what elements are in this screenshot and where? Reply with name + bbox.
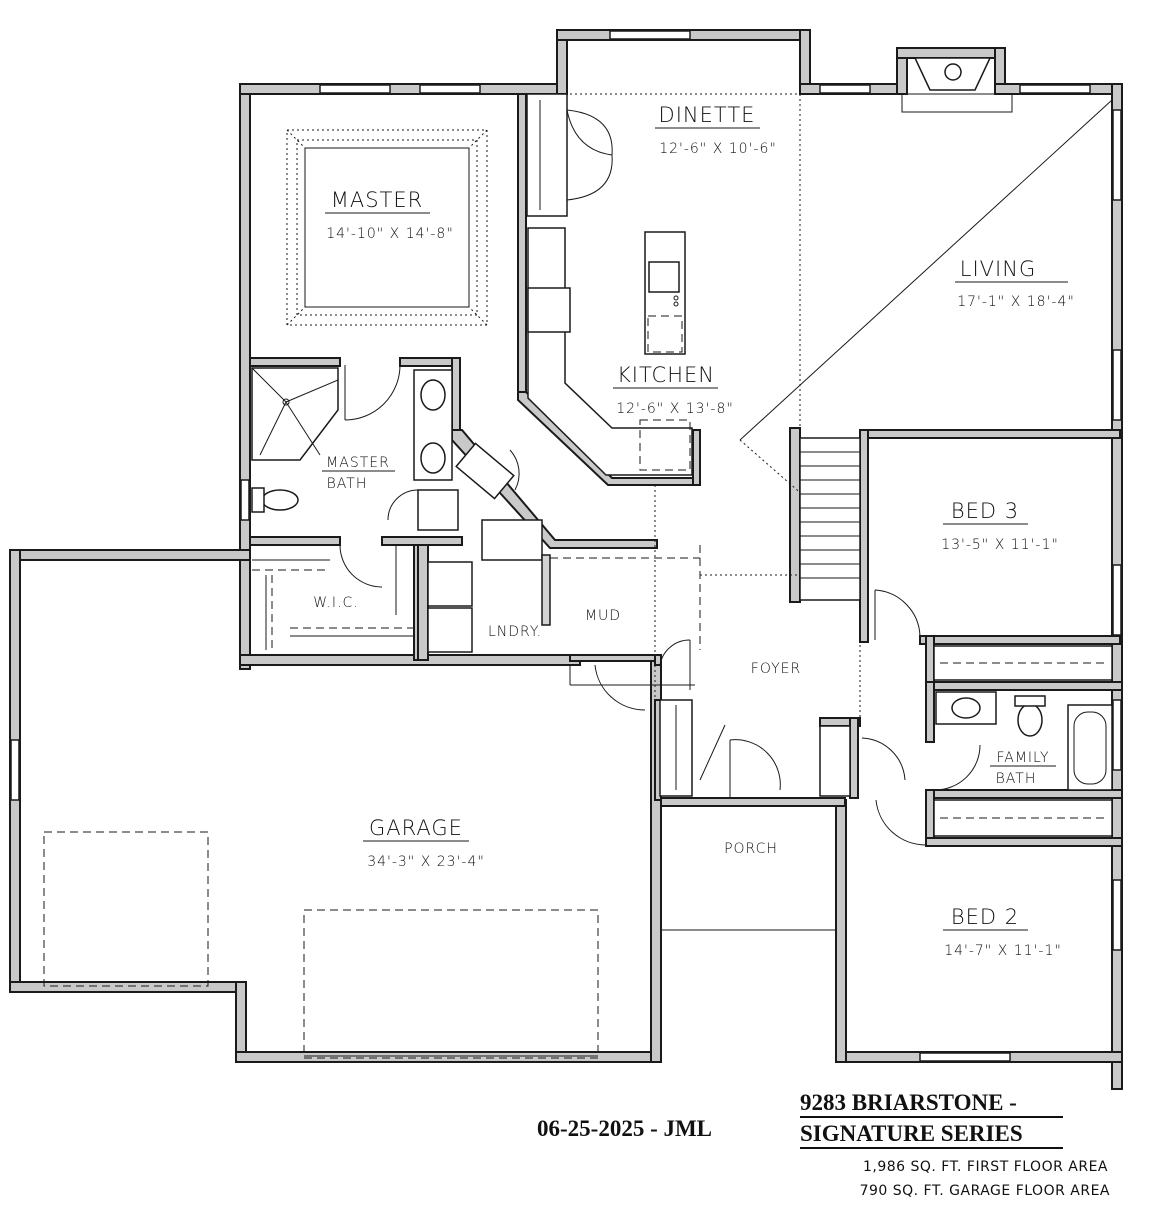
master-dims: 14'-10" X 14'-8" [326,226,454,242]
wic-label: W.I.C. [313,595,359,611]
room-labels: DINETTE 12'-6" X 10'-6" MASTER 14'-10" X… [313,103,1075,959]
garage-dims: 34'-3" X 23'-4" [367,854,485,870]
dinette-label: DINETTE [659,103,756,127]
date-stamp: 06-25-2025 - JML [537,1116,712,1141]
family-bath-label-2: BATH [996,771,1037,787]
dinette-dims: 12'-6" X 10'-6" [659,141,777,157]
garage-doors [43,831,599,1059]
master-tray-ceiling [286,129,488,326]
kitchen-dims: 12'-6" X 13'-8" [616,401,734,417]
living-dims: 17'-1" X 18'-4" [957,294,1075,310]
bed3-label: BED 3 [951,499,1019,523]
title-block: 06-25-2025 - JML 9283 BRIARSTONE - SIGNA… [537,1090,1110,1199]
fireplace [901,57,1013,113]
laundry-label: LNDRY. [488,624,542,640]
living-vault-lines [570,93,1113,790]
mud-label: MUD [585,608,621,624]
bed3-dims: 13'-5" X 11'-1" [941,537,1059,553]
utility-fixtures [252,519,701,711]
porch-label: PORCH [724,841,778,857]
family-bath-label-1: FAMILY [996,750,1049,766]
foyer-label: FOYER [751,661,801,677]
stairs [799,437,861,601]
living-label: LIVING [960,257,1036,281]
bed2-label: BED 2 [951,905,1019,929]
master-label: MASTER [331,188,424,212]
master-bath-label-2: BATH [327,476,368,492]
master-bath-fixtures [251,364,520,531]
kitchen-label: KITCHEN [617,363,715,387]
plan-title-line2: SIGNATURE SERIES [800,1121,1023,1146]
garage-label: GARAGE [369,816,463,840]
master-bath-label-1: MASTER [326,455,390,471]
bed2-dims: 14'-7" X 11'-1" [944,943,1062,959]
interior-walls [249,93,1123,847]
kitchen-fixtures [526,93,693,476]
first-floor-area: 1,986 SQ. FT. FIRST FLOOR AREA [863,1159,1108,1175]
plan-title-line1: 9283 BRIARSTONE - [800,1090,1017,1115]
bedroom-wing-fixtures [659,589,1113,931]
windows [10,30,1122,1062]
garage-floor-area: 790 SQ. FT. GARAGE FLOOR AREA [860,1183,1110,1199]
